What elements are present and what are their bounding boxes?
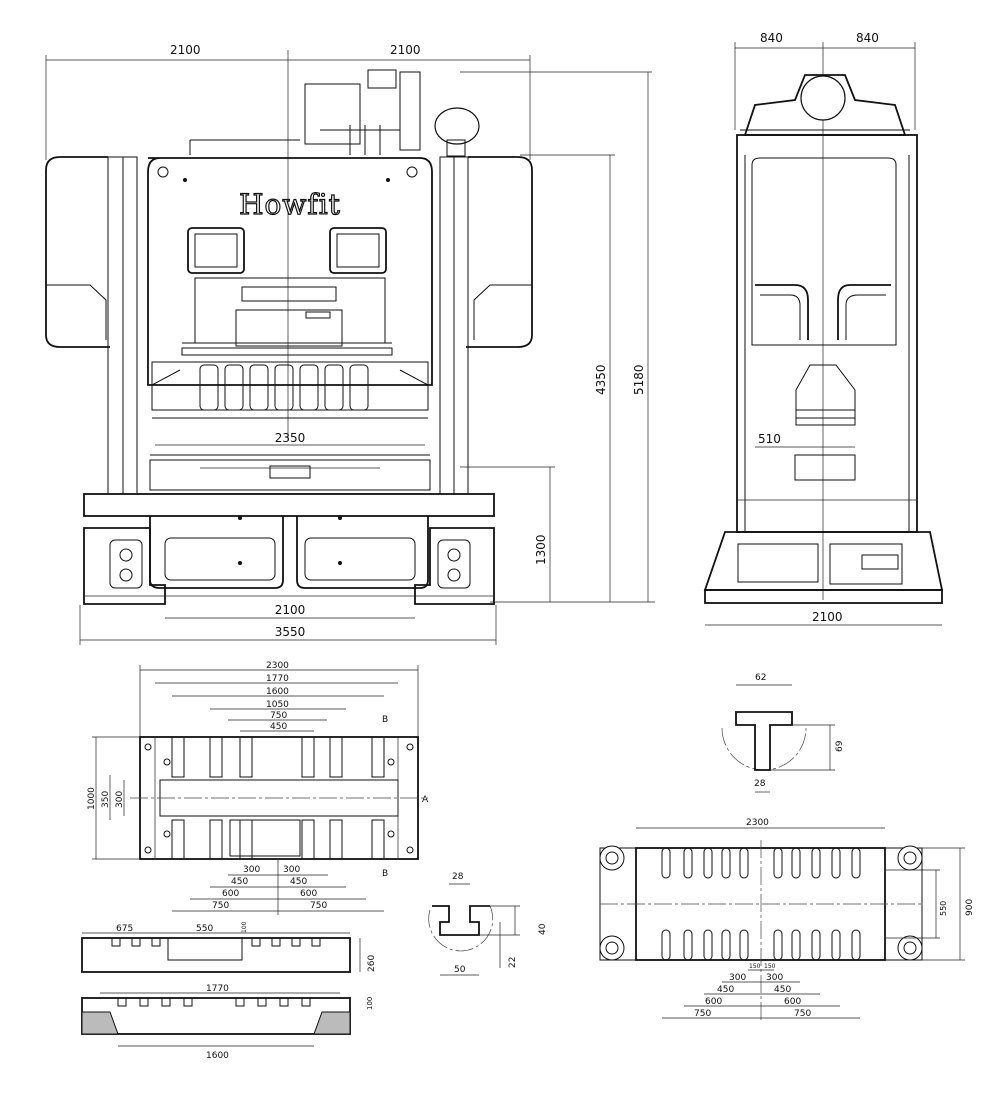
- slide-corner-bolts: [599, 845, 923, 961]
- dim-front-bolster: 2350: [275, 431, 306, 445]
- dim-bolster-w-0: 2300: [266, 661, 289, 671]
- dim-slide-outer-height: 900: [965, 899, 975, 916]
- dim-bolster-w-1: 1770: [266, 674, 289, 684]
- dim-front-height-upper: 4350: [594, 364, 608, 395]
- side-view: 840 840 510 2100: [703, 31, 944, 626]
- dim-side-slide-depth: 510: [758, 432, 781, 446]
- dim-section1-middle: 550: [196, 924, 213, 934]
- dim-bolster-w-2: 1600: [266, 687, 289, 697]
- dim-bolster-pair-0-right: 300: [283, 865, 300, 875]
- dim-bolster-pair-3-left: 750: [212, 901, 229, 911]
- dim-slide-pair-3-right: 750: [794, 1009, 811, 1019]
- dim-slide-inner-height: 550: [939, 901, 948, 916]
- dim-section1-height: 260: [367, 955, 377, 972]
- bolster-section-2: 1770 100 1600: [81, 984, 374, 1061]
- dim-slide-pair-0-left: 300: [729, 973, 746, 983]
- dim-bolster-w-5: 450: [270, 722, 287, 732]
- slide-slots: [661, 847, 861, 961]
- dim-front-base-inner: 2100: [275, 603, 306, 617]
- dim-slide-tslot-bottom: 28: [754, 779, 766, 789]
- dim-front-bed-height: 1300: [534, 534, 548, 565]
- dim-side-top-left: 840: [760, 31, 783, 45]
- dim-slide-pair-0-right: 300: [766, 973, 783, 983]
- dim-slide-pair-1-right: 450: [774, 985, 791, 995]
- dim-tslot-bottom: 50: [454, 965, 466, 975]
- dim-slide-center-left: 150: [749, 963, 761, 970]
- dim-tslot-depth1: 40: [538, 923, 548, 935]
- bolster-plan: 2300 1770 1600 1050 750 450 B: [87, 661, 429, 915]
- dim-slide-pair-2-right: 600: [784, 997, 801, 1007]
- section-mark-top: B: [382, 715, 388, 725]
- dim-bolster-h-2: 300: [115, 791, 125, 808]
- section-mark-bottom: B: [382, 869, 388, 879]
- dim-front-top-right: 2100: [390, 43, 421, 57]
- dim-slide-pair-3-left: 750: [694, 1009, 711, 1019]
- dim-slide-width: 2300: [746, 818, 769, 828]
- dim-side-base-width: 2100: [812, 610, 843, 624]
- dim-slide-tslot-height: 69: [835, 740, 845, 752]
- dim-section1-left: 675: [116, 924, 133, 934]
- dim-bolster-w-4: 750: [270, 711, 287, 721]
- slide-plan: 2300: [599, 818, 975, 1020]
- side-mark-right: A: [422, 795, 429, 805]
- dim-slide-center-right: 150: [764, 963, 776, 970]
- dim-side-top-right: 840: [856, 31, 879, 45]
- dim-section2-bottom: 1600: [206, 1051, 229, 1061]
- t-slot-slide-detail: 62 69 28: [721, 673, 845, 793]
- dim-front-overall: 3550: [275, 625, 306, 639]
- bolster-slots: [171, 736, 385, 860]
- dim-slide-tslot-top: 62: [755, 673, 766, 683]
- dim-bolster-pair-1-right: 450: [290, 877, 307, 887]
- dim-front-top-left: 2100: [170, 43, 201, 57]
- dim-bolster-h-0: 1000: [87, 787, 97, 810]
- dim-tslot-top: 28: [452, 872, 464, 882]
- dim-bolster-h-1: 350: [101, 791, 111, 808]
- bolster-section-1: 675 550 100 260: [81, 921, 377, 973]
- dim-slide-pair-1-left: 450: [717, 985, 734, 995]
- t-slot-bolster-detail: 28 40 22 50: [428, 872, 548, 976]
- front-view: 2100 2100 4350 5180 1300: [45, 43, 655, 645]
- dim-section2-depth: 100: [366, 997, 374, 1010]
- brand-logo: Howfit: [239, 188, 341, 221]
- dim-slide-pair-2-left: 600: [705, 997, 722, 1007]
- dim-bolster-pair-2-right: 600: [300, 889, 317, 899]
- dim-bolster-pair-0-left: 300: [243, 865, 260, 875]
- dim-bolster-pair-1-left: 450: [231, 877, 248, 887]
- dim-bolster-pair-2-left: 600: [222, 889, 239, 899]
- section1-slots: [111, 937, 321, 961]
- dim-bolster-pair-3-right: 750: [310, 901, 327, 911]
- dim-bolster-w-3: 1050: [266, 700, 289, 710]
- dim-section1-slot: 100: [241, 921, 248, 933]
- section2-slots: [117, 998, 311, 1007]
- slide-ribs: [199, 364, 369, 411]
- dim-tslot-depth2: 22: [508, 957, 518, 968]
- dim-section2-top: 1770: [206, 984, 229, 994]
- dim-front-height-total: 5180: [632, 364, 646, 395]
